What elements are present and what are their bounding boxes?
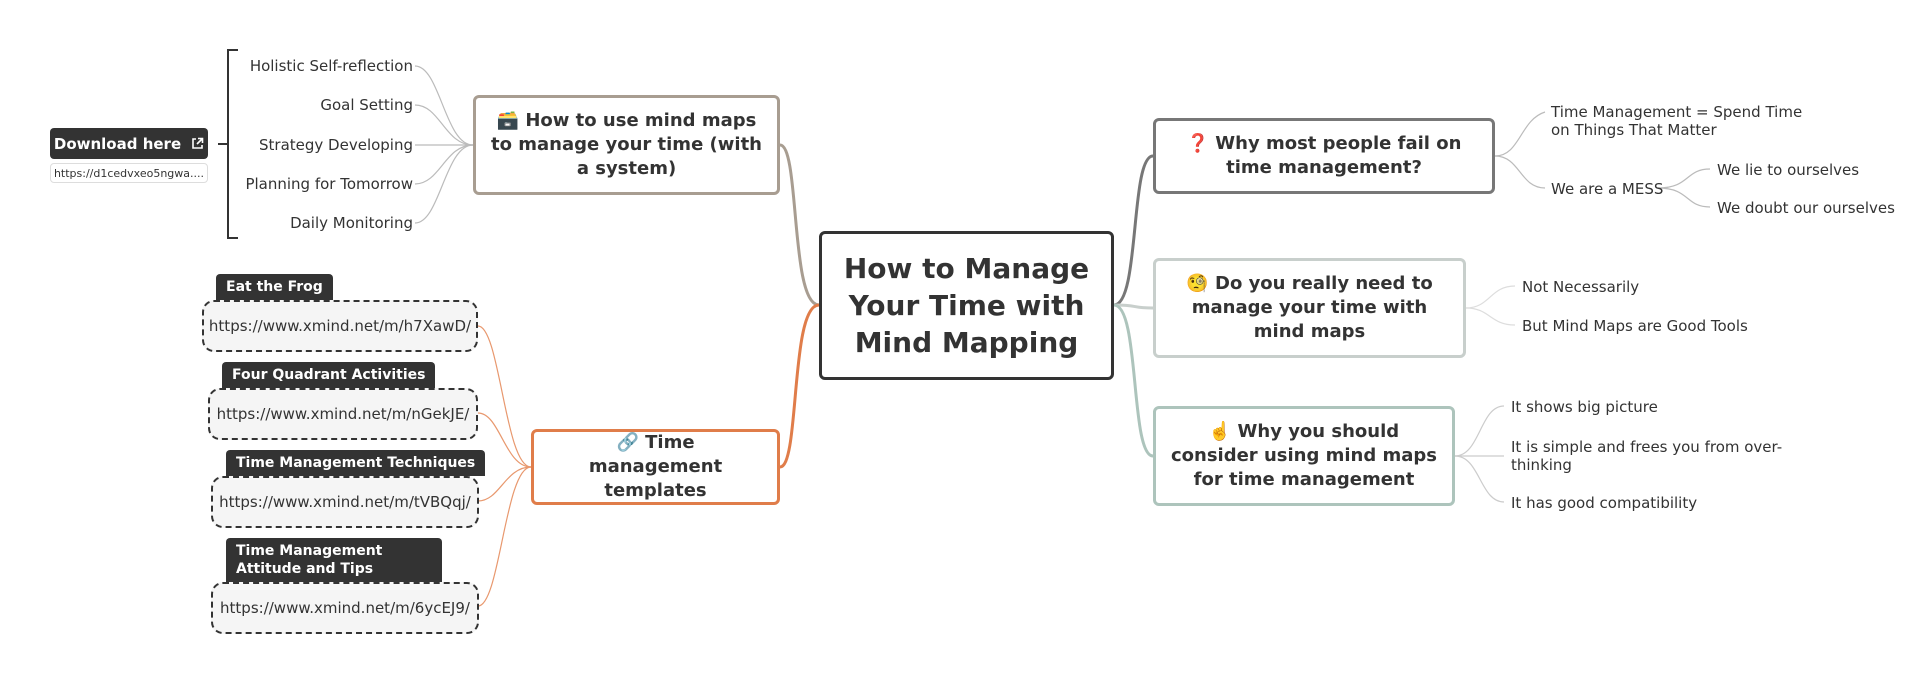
central-topic[interactable]: How to Manage Your Time with Mind Mappin…	[819, 231, 1114, 380]
topic-why-consider[interactable]: ☝️ Why you should consider using mind ma…	[1153, 406, 1455, 506]
subtopic-time-management-equals[interactable]: Time Management = Spend Time on Things T…	[1551, 103, 1803, 139]
template-link-techniques[interactable]: https://www.xmind.net/m/tVBQqj/	[211, 476, 479, 528]
branch-central-to-why	[1113, 303, 1154, 458]
question-mark-icon: ❓	[1186, 133, 1209, 154]
subtopic-goal-setting[interactable]: Goal Setting	[320, 96, 413, 114]
external-link-icon	[192, 137, 204, 149]
topic-use-text: 🗃️ How to use mind maps to manage your t…	[490, 109, 763, 181]
subtopic-good-tools[interactable]: But Mind Maps are Good Tools	[1522, 317, 1748, 335]
template-link-four-quadrant[interactable]: https://www.xmind.net/m/nGekJE/	[208, 388, 478, 440]
thinking-face-icon: 🧐	[1186, 273, 1209, 294]
summary-bracket	[218, 49, 238, 239]
branch-central-to-use	[779, 143, 820, 307]
topic-templates[interactable]: 🔗 Time management templates	[531, 429, 780, 505]
topic-templates-text: 🔗 Time management templates	[548, 431, 763, 503]
topic-why-fail[interactable]: ❓ Why most people fail on time managemen…	[1153, 118, 1495, 194]
template-label-eat-the-frog: Eat the Frog	[216, 274, 333, 300]
subtopic-not-necessarily[interactable]: Not Necessarily	[1522, 278, 1640, 296]
template-label-four-quadrant: Four Quadrant Activities	[222, 362, 436, 388]
template-label-techniques: Time Management Techniques	[226, 450, 486, 476]
topic-need-title: Do you really need to manage your time w…	[1191, 273, 1433, 342]
topic-use-mind-maps[interactable]: 🗃️ How to use mind maps to manage your t…	[473, 95, 780, 195]
templates-child-lines	[477, 325, 532, 607]
branch-central-to-fail	[1113, 154, 1154, 307]
topic-need-text: 🧐 Do you really need to manage your time…	[1170, 272, 1449, 344]
subtopic-simple-frees[interactable]: It is simple and frees you from over-thi…	[1511, 438, 1783, 474]
subtopic-strategy-developing[interactable]: Strategy Developing	[259, 136, 413, 154]
subtopic-we-are-a-mess[interactable]: We are a MESS	[1551, 180, 1664, 198]
topic-why-title: Why you should consider using mind maps …	[1170, 421, 1438, 490]
branch-central-to-need	[1113, 303, 1154, 310]
topic-use-title: How to use mind maps to manage your time…	[491, 110, 762, 179]
subtopic-we-lie-to-ourselves[interactable]: We lie to ourselves	[1717, 161, 1860, 179]
template-link-attitude-tips[interactable]: https://www.xmind.net/m/6ycEJ9/	[211, 582, 479, 634]
file-box-icon: 🗃️	[496, 110, 520, 131]
subtopic-we-doubt-ourselves[interactable]: We doubt our ourselves	[1717, 199, 1895, 217]
link-icon: 🔗	[616, 432, 639, 453]
why-child-lines	[1454, 405, 1505, 503]
topic-do-you-need[interactable]: 🧐 Do you really need to manage your time…	[1153, 258, 1466, 358]
download-button[interactable]: Download here	[50, 128, 208, 159]
subtopic-planning-for-tomorrow[interactable]: Planning for Tomorrow	[245, 175, 413, 193]
subtopic-big-picture[interactable]: It shows big picture	[1511, 398, 1658, 416]
download-label: Download here	[53, 134, 182, 153]
template-label-attitude-tips: Time Management Attitude and Tips	[226, 538, 442, 582]
need-child-lines	[1465, 285, 1516, 326]
template-link-eat-the-frog[interactable]: https://www.xmind.net/m/h7XawD/	[202, 300, 478, 352]
subtopic-compatibility[interactable]: It has good compatibility	[1511, 494, 1698, 512]
pointing-up-icon: ☝️	[1208, 421, 1232, 442]
subtopic-holistic-self-reflection[interactable]: Holistic Self-reflection	[249, 57, 413, 75]
topic-fail-title: Why most people fail on time management?	[1215, 133, 1462, 178]
branch-central-to-templates	[779, 303, 820, 469]
topic-fail-text: ❓ Why most people fail on time managemen…	[1170, 132, 1478, 180]
subtopic-daily-monitoring[interactable]: Daily Monitoring	[290, 214, 413, 232]
central-title: How to Manage Your Time with Mind Mappin…	[843, 252, 1090, 359]
fail-child-lines	[1494, 111, 1711, 208]
topic-why-text: ☝️ Why you should consider using mind ma…	[1170, 420, 1438, 492]
topic-templates-title: Time management templates	[588, 432, 723, 501]
use-child-lines	[414, 65, 474, 224]
download-url[interactable]: https://d1cedvxeo5ngwa....	[50, 163, 208, 183]
